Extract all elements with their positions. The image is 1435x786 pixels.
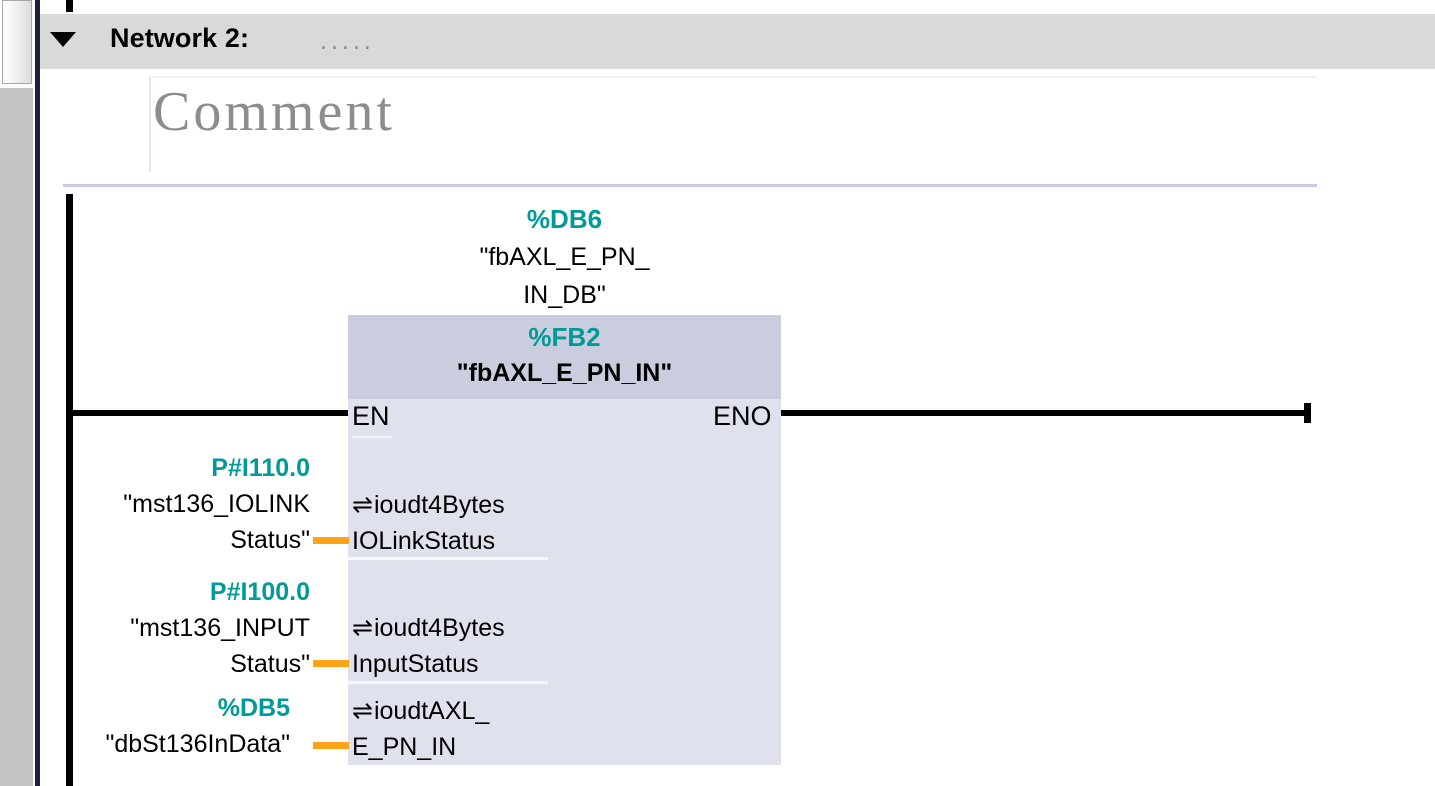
operand-name-inputstatus-line1: "mst136_INPUT <box>130 614 310 642</box>
parameter-type-epnin: ioudtAXL_ <box>373 697 490 725</box>
network-comment-field[interactable] <box>149 76 1317 172</box>
en-row-separator <box>352 436 392 438</box>
network-title: Network 2: <box>110 23 250 53</box>
operand-name-iolinkstatus-line2: Status" <box>230 526 310 554</box>
previous-network-rail-stub <box>66 0 73 12</box>
inout-arrow-icon: ⇌ <box>352 491 373 519</box>
operand-name-epnin-line1: "dbSt136InData" <box>105 730 290 758</box>
eno-label: ENO <box>713 401 772 431</box>
parameter-type-inputstatus: ioudt4Bytes <box>373 614 505 642</box>
parameter-row-iolinkstatus[interactable]: ⇌ioudt4Bytes IOLinkStatus <box>352 487 505 559</box>
triangle-down-icon[interactable] <box>50 32 76 47</box>
operand-name-inputstatus-line2: Status" <box>230 650 310 678</box>
eno-output-wire <box>781 410 1310 416</box>
network-header-bar[interactable] <box>40 14 1435 69</box>
operand-address-iolinkstatus: P#I110.0 <box>211 454 310 482</box>
operand-address-epnin: %DB5 <box>217 694 290 722</box>
connector-wire-epnin <box>313 742 349 749</box>
inout-arrow-icon: ⇌ <box>352 614 373 642</box>
function-block-address: %FB2 <box>528 322 601 352</box>
scrollbar-thumb[interactable] <box>2 0 32 84</box>
parameter-name-epnin: E_PN_IN <box>352 733 457 761</box>
parameter-type-iolinkstatus: ioudt4Bytes <box>373 491 505 519</box>
parameter-row-epnin[interactable]: ⇌ioudtAXL_ E_PN_IN <box>352 693 489 765</box>
operand-inputstatus[interactable]: P#I100.0 "mst136_INPUT Status" <box>60 574 310 682</box>
panel-divider <box>35 0 40 786</box>
inout-arrow-icon: ⇌ <box>352 697 373 725</box>
instance-db-name-line1: "fbAXL_E_PN_ <box>479 243 650 271</box>
connector-wire-iolinkstatus <box>313 537 349 544</box>
parameter-name-iolinkstatus: IOLinkStatus <box>352 527 496 555</box>
parameter-row-inputstatus[interactable]: ⇌ioudt4Bytes InputStatus <box>352 610 505 682</box>
function-block-header: %FB2 "fbAXL_E_PN_IN" <box>348 315 781 399</box>
parameter-separator-1 <box>348 557 548 560</box>
network-comment-placeholder[interactable]: Comment <box>153 81 395 143</box>
power-rail <box>66 194 73 786</box>
operand-name-iolinkstatus-line1: "mst136_IOLINK <box>123 490 310 518</box>
operand-epnin[interactable]: %DB5 "dbSt136InData" <box>40 690 290 762</box>
operand-iolinkstatus[interactable]: P#I110.0 "mst136_IOLINK Status" <box>60 450 310 558</box>
en-label: EN <box>352 401 390 431</box>
function-block-name: "fbAXL_E_PN_IN" <box>456 359 673 387</box>
vertical-scrollbar[interactable] <box>0 0 35 786</box>
parameter-separator-2 <box>348 681 548 684</box>
instance-db-name-line2: IN_DB" <box>523 281 606 309</box>
network-separator <box>63 184 1317 187</box>
instance-db-address: %DB6 <box>526 204 603 234</box>
en-input-wire <box>66 410 348 416</box>
function-block[interactable]: %FB2 "fbAXL_E_PN_IN" <box>348 315 781 765</box>
operand-address-inputstatus: P#I100.0 <box>209 578 310 606</box>
connector-wire-inputstatus <box>313 660 349 667</box>
scrollbar-track[interactable] <box>0 88 33 786</box>
instance-db-caption[interactable]: %DB6 "fbAXL_E_PN_ IN_DB" <box>348 200 781 314</box>
network-title-dots: ..... <box>320 27 375 55</box>
parameter-name-inputstatus: InputStatus <box>352 650 479 678</box>
eno-wire-terminator <box>1304 403 1311 423</box>
